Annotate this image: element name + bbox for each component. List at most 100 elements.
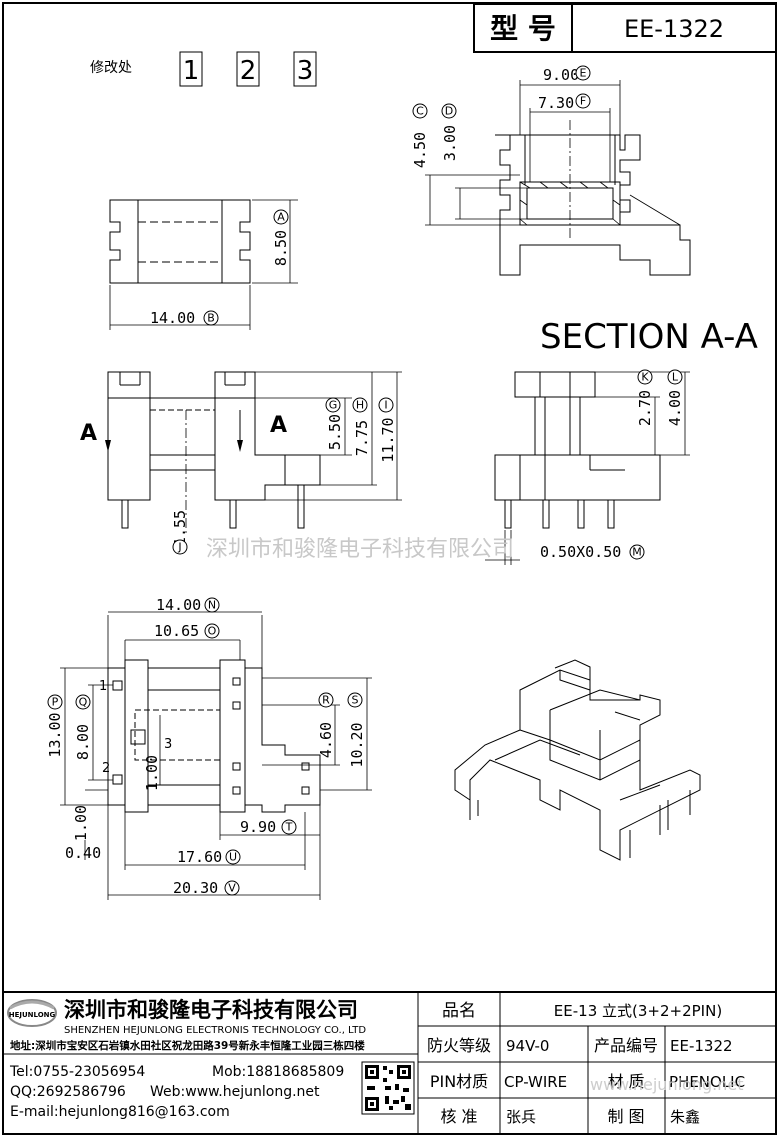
bottom-view (60, 611, 372, 900)
dim-k-letter: K (641, 371, 649, 384)
dim-d-marker: D (441, 103, 457, 119)
dim-h-letter: H (356, 399, 364, 412)
dim-p-marker: P (47, 694, 63, 710)
company-name-cn: 深圳市和骏隆电子科技有限公司 (64, 998, 358, 1022)
dim-d-value: 3.00 (441, 125, 459, 161)
product-name-label: 品名 (442, 1001, 476, 1021)
dim-k-value: 2.70 (636, 390, 654, 426)
dim-o-value: 10.65 (154, 622, 199, 640)
dim-c-letter: C (416, 105, 424, 118)
drawer-value: 朱鑫 (670, 1108, 700, 1126)
dim-c-marker: C (412, 103, 428, 119)
dim-h-marker: H (352, 397, 368, 413)
dim-g-value: 5.50 (326, 414, 344, 450)
dim-l-value: 4.00 (666, 390, 684, 426)
checker-label: 核 准 (440, 1107, 477, 1126)
logo-text: HEJUNLONG (9, 1011, 56, 1019)
dim-e-value: 9.00 (543, 66, 579, 84)
material-value: PHENOLIC (669, 1073, 745, 1091)
dim-e-letter: E (580, 67, 587, 80)
dim-q-value: 8.00 (74, 724, 92, 760)
checker-value: 张兵 (506, 1108, 536, 1126)
company-mob: Mob:18818685809 (212, 1064, 344, 1080)
company-address: 地址:深圳市宝安区石岩镇水田社区祝龙田路39号新永丰恒隆工业园三栋四楼 (10, 1039, 365, 1052)
company-web: Web:www.hejunlong.net (150, 1084, 320, 1100)
dim-o-letter: O (208, 625, 217, 638)
model-header: 型 号 EE-1322 (473, 3, 777, 53)
top-view (109, 199, 298, 330)
pin-number-3: 3 (164, 737, 172, 752)
front-view (105, 371, 402, 535)
product-code-value: EE-1322 (670, 1037, 733, 1055)
section-title: SECTION A-A (540, 317, 758, 357)
revision-area: 修改处 1 2 3 (90, 51, 317, 87)
dim-j-marker: J (172, 539, 188, 555)
dim-m-letter: M (632, 546, 642, 559)
dim-e-marker: E (575, 65, 591, 81)
dim-f-marker: F (575, 93, 591, 109)
fire-rating-label: 防火等级 (427, 1036, 491, 1055)
dim-d-letter: D (445, 105, 453, 118)
dim-i-marker: I (378, 397, 394, 413)
dim-f-letter: F (580, 95, 586, 108)
watermark-company: 深圳市和骏隆电子科技有限公司 (206, 537, 514, 562)
dim-p-value: 13.00 (46, 712, 64, 757)
model-label: 型 号 (490, 12, 556, 45)
dim-r-value: 4.60 (317, 722, 335, 758)
dim-n-letter: N (208, 599, 216, 612)
dim-n-value: 14.00 (156, 596, 201, 614)
dim-b-marker: B (203, 310, 219, 326)
company-email: E-mail:hejunlong816@163.com (10, 1104, 230, 1120)
dim-m-marker: M (629, 544, 645, 560)
company-logo: HEJUNLONG (7, 999, 57, 1027)
dim-t-marker: T (281, 819, 297, 835)
dim-u-value: 17.60 (177, 848, 222, 866)
dim-a-letter: A (277, 211, 285, 224)
dim-g-marker: G (325, 397, 341, 413)
dim-b-value: 14.00 (150, 309, 195, 327)
product-code-label: 产品编号 (594, 1036, 658, 1055)
dim-l-marker: L (667, 369, 683, 385)
isometric-view (454, 659, 701, 861)
dim-g-letter: G (329, 399, 338, 412)
dim-l-letter: L (672, 371, 679, 384)
dim-u-letter: U (229, 851, 237, 864)
company-qq: QQ:2692586796 (10, 1084, 126, 1100)
revision-1: 1 (183, 56, 200, 86)
dim-t-letter: T (285, 821, 293, 834)
drawer-label: 制 图 (607, 1107, 644, 1126)
dim-v-letter: V (228, 882, 236, 895)
dim-m-value: 0.50X0.50 (540, 543, 621, 561)
company-name-en: SHENZHEN HEJUNLONG ELECTRONIS TECHNOLOGY… (64, 1025, 366, 1036)
revision-2: 2 (240, 56, 257, 86)
company-tel: Tel:0755-23056954 (9, 1064, 145, 1080)
pin-number-1: 1 (99, 679, 107, 694)
dim-extra-100b: 1.00 (72, 805, 90, 841)
dim-i-letter: I (384, 399, 387, 412)
model-value: EE-1322 (624, 15, 724, 43)
dim-o-marker: O (204, 623, 220, 639)
revision-3: 3 (297, 56, 314, 86)
watermark-url: www.hejunlong.net (590, 1075, 743, 1094)
dim-p-letter: P (52, 696, 59, 709)
pin-material-label: PIN材质 (430, 1072, 488, 1091)
dim-k-marker: K (637, 369, 653, 385)
dim-r-letter: R (322, 694, 330, 707)
dim-a-marker: A (273, 209, 289, 225)
dim-b-letter: B (207, 312, 215, 325)
pin-material-value: CP-WIRE (504, 1073, 567, 1091)
dim-j-value: 1.55 (171, 510, 189, 546)
dim-s-value: 10.20 (348, 722, 366, 767)
dim-r-marker: R (318, 692, 334, 708)
dim-q-letter: Q (79, 696, 88, 709)
dim-f-value: 7.30 (538, 94, 574, 112)
revision-label: 修改处 (90, 60, 132, 76)
fire-rating-value: 94V-0 (506, 1037, 549, 1055)
dim-t-value: 9.90 (240, 818, 276, 836)
dim-s-marker: S (347, 692, 363, 708)
dim-q-marker: Q (75, 694, 91, 710)
product-name-value: EE-13 立式(3+2+2PIN) (554, 1002, 722, 1020)
side-view (485, 371, 690, 565)
section-marker-right: A (270, 413, 287, 438)
